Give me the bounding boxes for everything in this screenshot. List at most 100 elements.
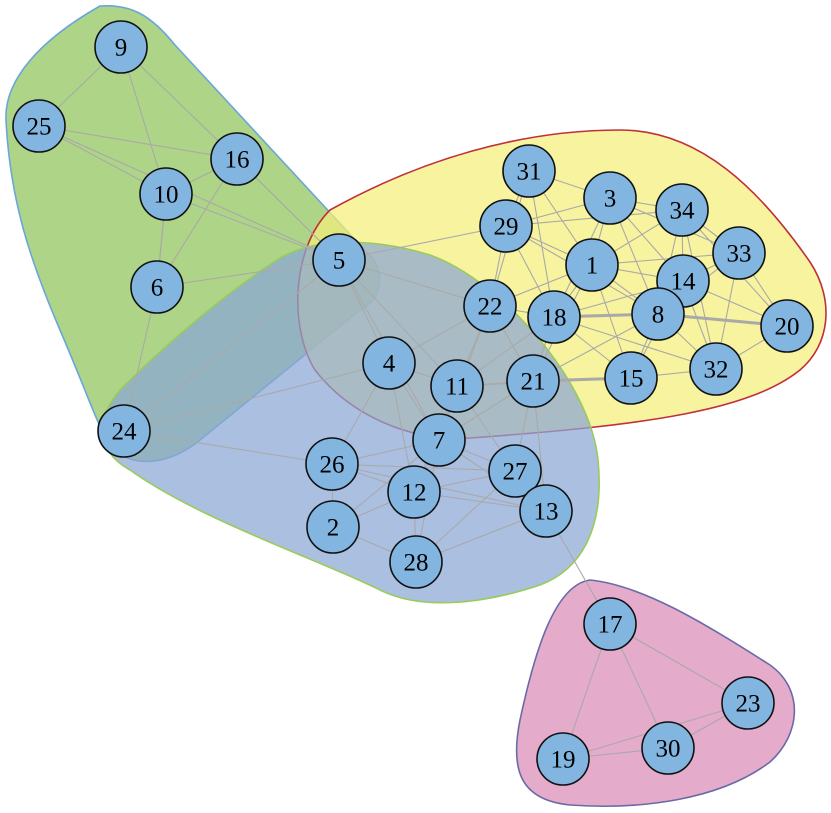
node-15: 15 <box>604 351 658 405</box>
node-28: 28 <box>389 535 443 589</box>
edge-10-5 <box>165 193 340 261</box>
node-label: 9 <box>115 35 128 62</box>
node-17: 17 <box>583 597 637 651</box>
node-circle <box>583 171 637 225</box>
node-label: 23 <box>736 691 761 718</box>
node-circle <box>412 413 466 467</box>
node-label: 25 <box>27 114 52 141</box>
node-label: 28 <box>404 550 429 577</box>
edge-5-11 <box>338 259 458 387</box>
node-label: 30 <box>656 736 681 763</box>
node-label: 5 <box>333 248 346 275</box>
node-label: 33 <box>727 241 752 268</box>
node-circle <box>488 444 542 498</box>
node-circle <box>502 144 556 198</box>
node-label: 3 <box>604 186 617 213</box>
node-31: 31 <box>502 144 556 198</box>
node-label: 1 <box>586 253 599 280</box>
node-label: 8 <box>652 302 665 329</box>
node-22: 22 <box>463 279 517 333</box>
node-24: 24 <box>97 404 151 458</box>
node-label: 18 <box>542 305 567 332</box>
edge-25-16 <box>38 125 238 160</box>
node-32: 32 <box>689 342 743 396</box>
node-label: 14 <box>671 269 697 296</box>
node-4: 4 <box>362 336 416 390</box>
hull-blue-community <box>101 241 600 604</box>
node-circle <box>583 597 637 651</box>
node-20: 20 <box>760 299 814 353</box>
node-label: 17 <box>598 612 623 639</box>
node-5: 5 <box>312 233 366 287</box>
node-label: 31 <box>517 159 542 186</box>
node-circle <box>362 336 416 390</box>
node-3: 3 <box>583 171 637 225</box>
node-25: 25 <box>12 99 66 153</box>
node-circle <box>479 199 533 253</box>
edge-24-4 <box>123 362 390 432</box>
node-circle <box>604 351 658 405</box>
node-27: 27 <box>488 444 542 498</box>
node-7: 7 <box>412 413 466 467</box>
node-label: 13 <box>534 499 559 526</box>
node-circle <box>641 721 695 775</box>
node-circle <box>12 99 66 153</box>
node-label: 6 <box>151 275 164 302</box>
node-label: 24 <box>112 419 138 446</box>
node-11: 11 <box>430 359 484 413</box>
node-12: 12 <box>387 465 441 519</box>
edge-6-5 <box>156 259 340 288</box>
node-label: 2 <box>327 515 340 542</box>
node-30: 30 <box>641 721 695 775</box>
node-circle <box>130 260 184 314</box>
node-label: 20 <box>775 314 800 341</box>
node-circle <box>210 132 264 186</box>
node-8: 8 <box>631 287 685 341</box>
node-18: 18 <box>527 290 581 344</box>
node-label: 32 <box>704 357 729 384</box>
node-circle <box>565 238 619 292</box>
node-label: 7 <box>433 428 446 455</box>
node-34: 34 <box>655 183 709 237</box>
node-10: 10 <box>139 167 193 221</box>
node-circle <box>306 500 360 554</box>
node-circle <box>94 20 148 74</box>
node-label: 27 <box>503 459 528 486</box>
edge-24-26 <box>123 430 333 465</box>
node-circle <box>312 233 366 287</box>
node-label: 11 <box>445 374 469 401</box>
node-label: 10 <box>154 182 179 209</box>
node-9: 9 <box>94 20 148 74</box>
node-circle <box>430 359 484 413</box>
node-circle <box>463 279 517 333</box>
node-circle <box>387 465 441 519</box>
node-2: 2 <box>306 500 360 554</box>
node-circle <box>389 535 443 589</box>
node-circle <box>689 342 743 396</box>
node-label: 34 <box>670 198 696 225</box>
node-29: 29 <box>479 199 533 253</box>
node-label: 29 <box>494 214 519 241</box>
node-circle <box>721 676 775 730</box>
node-circle <box>139 167 193 221</box>
edge-18-32 <box>553 316 717 370</box>
node-circle <box>527 290 581 344</box>
node-16: 16 <box>210 132 264 186</box>
node-6: 6 <box>130 260 184 314</box>
node-label: 22 <box>478 294 503 321</box>
edge-5-29 <box>338 225 507 261</box>
node-circle <box>631 287 685 341</box>
node-label: 15 <box>619 366 644 393</box>
node-label: 21 <box>521 369 546 396</box>
node-circle <box>760 299 814 353</box>
node-circle <box>519 484 573 538</box>
node-label: 4 <box>383 351 396 378</box>
node-21: 21 <box>506 354 560 408</box>
node-13: 13 <box>519 484 573 538</box>
node-circle <box>536 732 590 786</box>
node-label: 19 <box>551 747 576 774</box>
node-26: 26 <box>305 437 359 491</box>
node-circle <box>305 437 359 491</box>
